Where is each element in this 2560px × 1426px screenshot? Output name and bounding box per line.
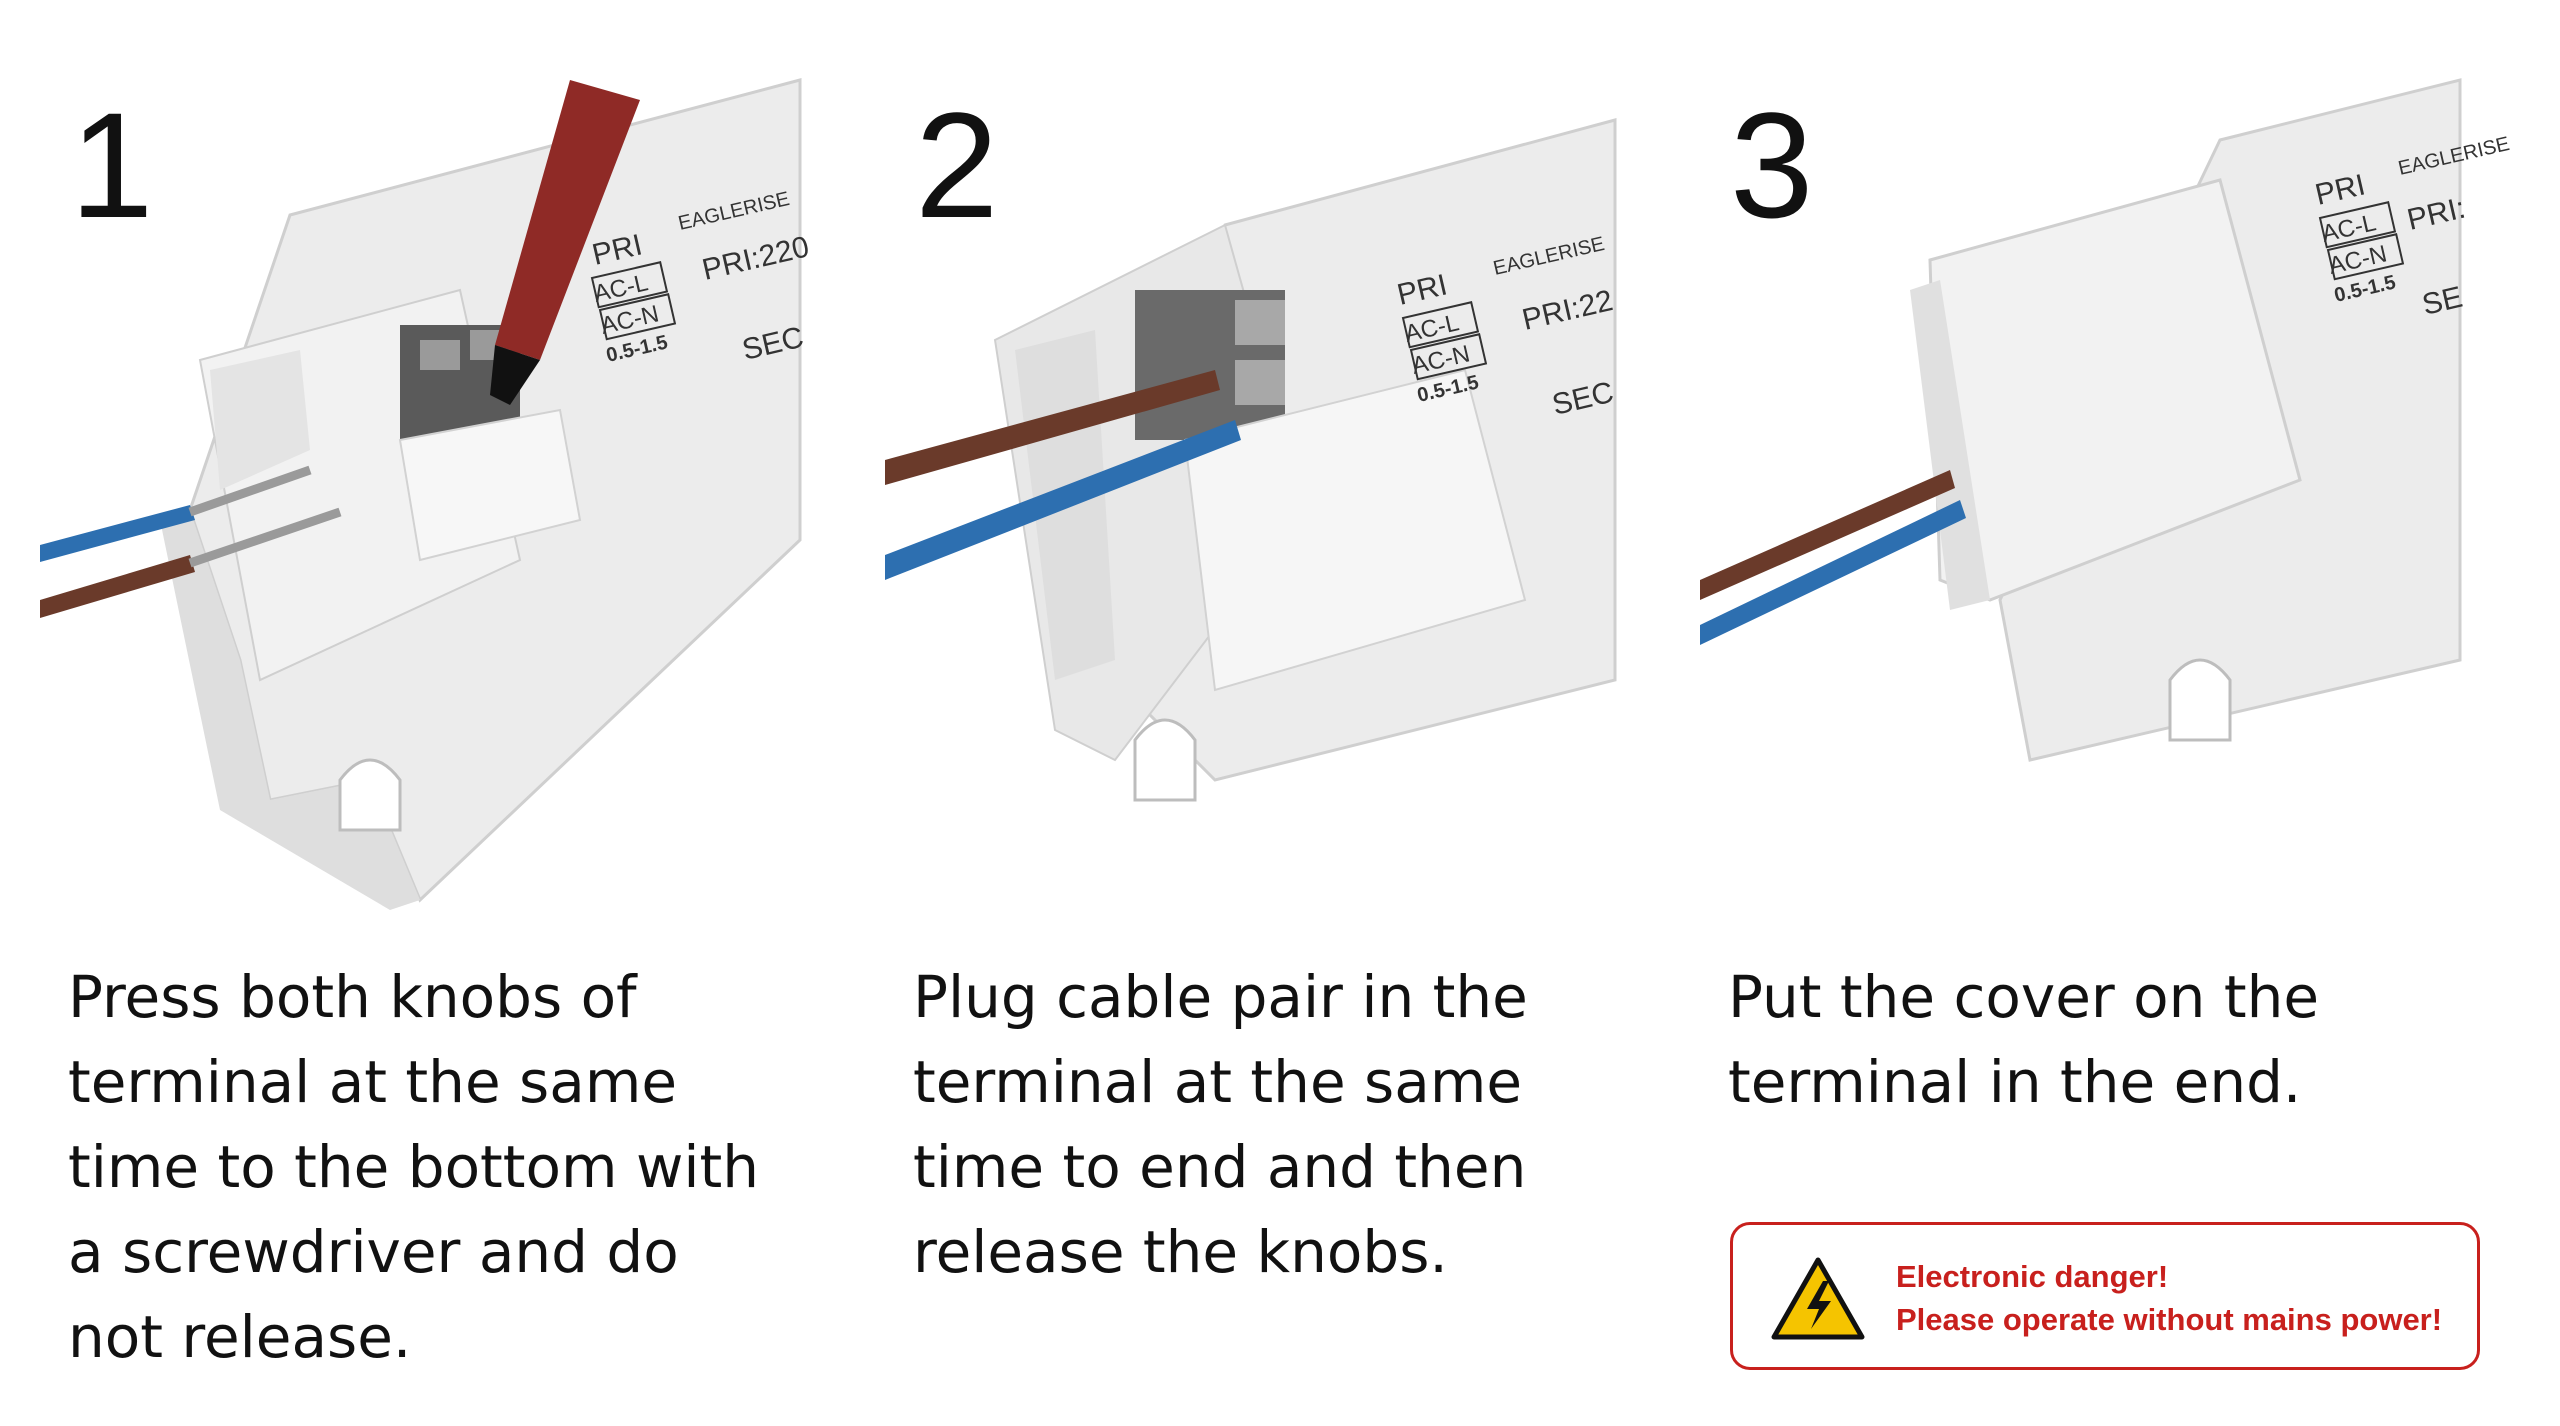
step-1-photo: PRI AC-L AC-N 0.5-1.5 EAGLERISE PRI:220 … xyxy=(40,40,812,910)
step-number: 3 xyxy=(1730,81,1814,249)
caption-line: terminal at the same xyxy=(68,1048,677,1116)
step-3-photo: PRI AC-L AC-N 0.5-1.5 EAGLERISE PRI: SE xyxy=(1700,40,2512,880)
warning-line-1: Electronic danger! xyxy=(1896,1259,2169,1294)
step-number: 1 xyxy=(70,81,154,249)
caption-line: Plug cable pair in the xyxy=(913,963,1528,1031)
caption-line: Put the cover on the xyxy=(1728,963,2320,1031)
step-2: PRI AC-L AC-N 0.5-1.5 EAGLERISE PRI:22 S… xyxy=(885,0,1645,1426)
caption-line: terminal at the same xyxy=(913,1048,1522,1116)
warning-text: Electronic danger! Please operate withou… xyxy=(1896,1255,2476,1341)
caption-line: a screwdriver and do xyxy=(68,1218,679,1286)
step-caption: Put the cover on the terminal in the end… xyxy=(1728,955,2468,1125)
step-number: 2 xyxy=(915,81,999,249)
caption-line: terminal in the end. xyxy=(1728,1048,2302,1116)
caption-line: Press both knobs of xyxy=(68,963,637,1031)
step-2-photo: PRI AC-L AC-N 0.5-1.5 EAGLERISE PRI:22 S… xyxy=(885,40,1645,880)
caption-line: time to the bottom with xyxy=(68,1133,760,1201)
caption-line: time to end and then xyxy=(913,1133,1527,1201)
high-voltage-warning-icon xyxy=(1771,1257,1865,1341)
caption-line: release the knobs. xyxy=(913,1218,1448,1286)
electrical-warning-box: Electronic danger! Please operate withou… xyxy=(1730,1222,2480,1370)
warning-line-2: Please operate without mains power! xyxy=(1896,1302,2443,1337)
step-caption: Plug cable pair in the terminal at the s… xyxy=(913,955,1653,1295)
step-1: PRI AC-L AC-N 0.5-1.5 EAGLERISE PRI:220 … xyxy=(40,0,812,1426)
caption-line: not release. xyxy=(68,1303,412,1371)
step-3: PRI AC-L AC-N 0.5-1.5 EAGLERISE PRI: SE … xyxy=(1700,0,2512,1426)
step-caption: Press both knobs of terminal at the same… xyxy=(68,955,808,1380)
